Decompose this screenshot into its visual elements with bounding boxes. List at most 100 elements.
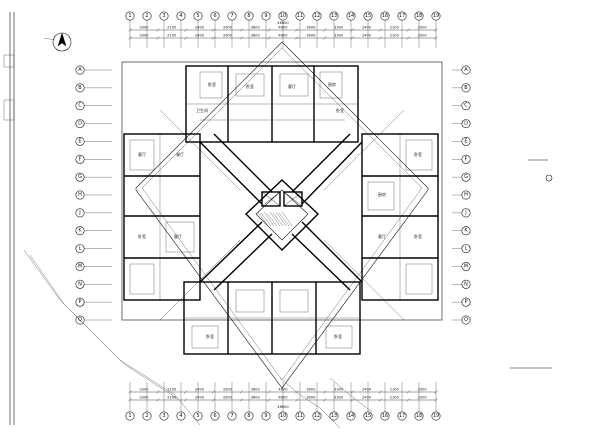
axis-bubble-bottom: 15 — [363, 382, 373, 421]
axis-label: H — [464, 192, 468, 198]
stair-elevator-core — [244, 179, 320, 251]
room-labels: 卧室卧室客厅厨房卫生间卧室客厅餐厅卧室客厅卧室厨房卧室客厅卧室卧室 — [138, 81, 422, 339]
axis-label: 18 — [416, 413, 422, 419]
axis-bubble-right: Q — [452, 315, 471, 325]
axis-bubble-top: 1 — [125, 11, 135, 48]
axis-bubble-top: 5 — [193, 11, 203, 48]
dimension-label: 2100 — [390, 388, 400, 392]
axis-label: 16 — [382, 413, 388, 419]
dimension-label: 3300 — [139, 388, 149, 392]
axis-label: 8 — [247, 13, 250, 19]
site-boundary — [23, 249, 373, 429]
dimension-label: 2400 — [362, 34, 372, 38]
axis-bubble-right: D — [452, 119, 471, 129]
axis-label: 3 — [162, 13, 165, 19]
axis-bubble-bottom: 14 — [346, 382, 356, 421]
axis-label: 6 — [213, 13, 216, 19]
axis-bubble-right: L — [452, 244, 471, 254]
dimension-label: 3300 — [334, 26, 344, 30]
room-label: 客厅 — [174, 233, 182, 239]
dimension-label: 4800 — [278, 396, 288, 400]
axis-label: 11 — [297, 413, 303, 419]
axis-label: A — [464, 67, 468, 73]
dimension-label: 3600 — [306, 26, 316, 30]
room-label: 卧室 — [334, 333, 342, 339]
dimension-label: 3300 — [139, 396, 149, 400]
axis-label: D — [78, 121, 82, 127]
axis-label: 1 — [128, 413, 131, 419]
room-label: 卧室 — [138, 233, 146, 239]
axis-bubble-bottom: 2 — [142, 382, 152, 421]
left-unit-block — [123, 133, 201, 301]
axis-bubble-top: 14 — [346, 11, 356, 48]
dimension-label: 3300 — [139, 26, 149, 30]
dimension-label: 3600 — [306, 396, 316, 400]
axis-label: G — [78, 174, 82, 180]
axis-label: Q — [464, 317, 468, 323]
axis-bubble-top: 3 — [159, 11, 169, 48]
axis-label: 9 — [264, 13, 267, 19]
axis-label: 7 — [230, 13, 233, 19]
axis-label: 9 — [264, 413, 267, 419]
axis-label: 13 — [331, 413, 337, 419]
axis-bubble-right: H — [452, 190, 471, 200]
axis-label: 4 — [179, 413, 182, 419]
axis-bubble-bottom: 18 — [414, 382, 424, 421]
axis-label: 15 — [365, 13, 371, 19]
axis-label: 19 — [433, 13, 439, 19]
axis-bubble-top: 4 — [176, 11, 186, 48]
axis-bubble-top: 13 — [329, 11, 339, 48]
axis-bubble-top: 16 — [380, 11, 390, 48]
axis-label: 6 — [213, 413, 216, 419]
axis-label: 17 — [399, 413, 405, 419]
room-label: 卧室 — [336, 107, 344, 113]
axis-label: M — [78, 263, 82, 269]
axis-label: 16 — [382, 13, 388, 19]
dimension-label: 4800 — [278, 388, 288, 392]
right-unit-block — [361, 133, 439, 301]
axis-label: J — [464, 210, 466, 216]
axis-bubble-right: K — [452, 226, 471, 236]
axis-label: B — [78, 85, 82, 91]
dimension-chains: 3300 2100 2400 3300 3600 4800 3600 3300 2400 2100… — [128, 21, 438, 409]
axis-label: K — [464, 228, 468, 234]
axis-label: K — [78, 228, 82, 234]
axis-bubble-right: A — [452, 65, 471, 75]
axis-label: F — [79, 156, 82, 162]
axis-bubble-top: 17 — [397, 11, 407, 48]
legend-marks — [510, 159, 553, 369]
dimension-label: 2100 — [167, 396, 177, 400]
axis-bubble-bottom: 19 — [431, 382, 441, 421]
axis-label: F — [465, 156, 468, 162]
room-label: 客厅 — [378, 233, 386, 239]
axis-label: E — [464, 138, 467, 144]
axis-bubble-left: P — [75, 297, 112, 307]
axis-label: 11 — [297, 13, 303, 19]
axis-bubble-left: L — [75, 244, 112, 254]
dimension-label: 4800 — [278, 26, 288, 30]
axis-bubble-top: 19 — [431, 11, 441, 48]
room-label: 厨房 — [378, 191, 386, 197]
dimension-label: 2400 — [195, 34, 205, 38]
dimension-label: 3300 — [223, 388, 233, 392]
diagonal-corridors — [159, 109, 405, 321]
axis-bubble-bottom: 12 — [312, 382, 322, 421]
building-outline — [121, 41, 443, 389]
room-label: 卧室 — [246, 83, 254, 89]
axis-label: A — [78, 67, 82, 73]
dimension-label: 3600 — [251, 388, 261, 392]
axis-bubble-left: C — [75, 101, 112, 111]
dimension-label: 2100 — [167, 388, 177, 392]
dimension-label: 3300 — [139, 34, 149, 38]
axis-bubble-bottom: 16 — [380, 382, 390, 421]
dimension-label: 3600 — [251, 396, 261, 400]
room-label: 客厅 — [288, 83, 296, 89]
axis-bubble-top: 9 — [261, 11, 271, 48]
dimension-label: 3300 — [223, 26, 233, 30]
axis-label: 19 — [433, 413, 439, 419]
axis-label: 5 — [196, 13, 199, 19]
axis-bubble-top: 12 — [312, 11, 322, 48]
